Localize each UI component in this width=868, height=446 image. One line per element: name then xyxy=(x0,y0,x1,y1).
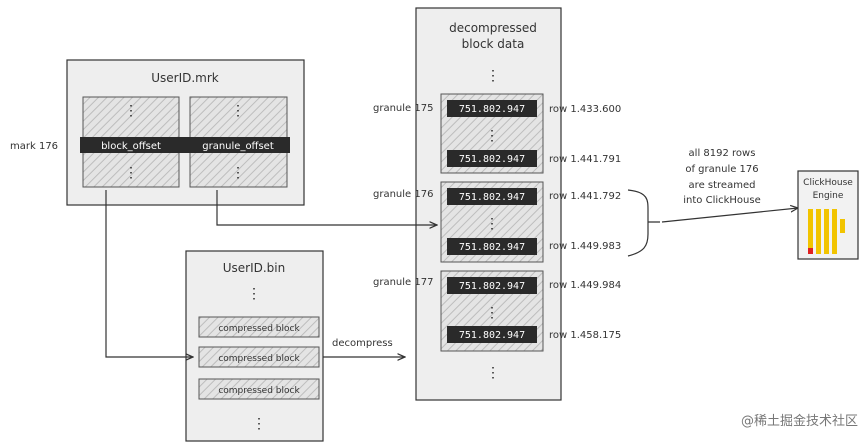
row-label: row 1.433.600 xyxy=(549,104,621,115)
data-title-line1: decompressed xyxy=(449,21,537,35)
granule-176-brace xyxy=(627,189,660,257)
stream-note-line3: are streamed xyxy=(689,180,756,191)
granule-177-label: granule 177 xyxy=(373,277,433,288)
mrk-title: UserID.mrk xyxy=(151,71,219,85)
flow-arrows xyxy=(105,189,798,357)
ellipsis-icon: ⋮ xyxy=(124,166,138,181)
compressed-block-label: compressed block xyxy=(218,386,300,396)
granule-offset-label: granule_offset xyxy=(202,141,274,152)
block-offset-label: block_offset xyxy=(101,141,161,152)
ellipsis-icon: ⋮ xyxy=(124,104,138,119)
ellipsis-icon: ⋮ xyxy=(485,217,499,232)
decompressed-data-panel: decompressed block data ⋮ 751.802.947 ⋮ … xyxy=(415,7,562,401)
row-label: row 1.458.175 xyxy=(549,330,621,341)
compressed-block-label: compressed block xyxy=(218,324,300,334)
engine-line2: Engine xyxy=(813,191,844,201)
stream-note-line1: all 8192 rows xyxy=(689,148,756,159)
granule-177-first-value: 751.802.947 xyxy=(459,281,525,292)
clickhouse-logo-icon xyxy=(808,209,845,254)
row-label: row 1.441.792 xyxy=(549,191,621,202)
mark-label: mark 176 xyxy=(10,141,58,152)
granule-176-last-value: 751.802.947 xyxy=(459,242,525,253)
granule-175-last-value: 751.802.947 xyxy=(459,154,525,165)
bin-file-panel: UserID.bin ⋮ compressed block compressed… xyxy=(185,250,324,442)
watermark: @稀土掘金技术社区 xyxy=(741,413,858,429)
bin-title: UserID.bin xyxy=(223,261,286,275)
granule-176-label: granule 176 xyxy=(373,189,433,200)
stream-arrow xyxy=(661,208,798,223)
ellipsis-icon: ⋮ xyxy=(252,417,266,432)
engine-line1: ClickHouse xyxy=(803,178,853,188)
ellipsis-icon: ⋮ xyxy=(485,306,499,321)
row-label: row 1.449.984 xyxy=(549,280,621,291)
ellipsis-icon: ⋮ xyxy=(231,104,245,119)
ellipsis-icon: ⋮ xyxy=(231,166,245,181)
clickhouse-engine: ClickHouse Engine xyxy=(797,170,859,260)
granule-175-first-value: 751.802.947 xyxy=(459,104,525,115)
stream-note-line2: of granule 176 xyxy=(685,164,758,175)
granule-offset-arrow xyxy=(216,190,437,225)
ellipsis-icon: ⋮ xyxy=(485,129,499,144)
block-offset-arrow xyxy=(105,190,193,357)
compressed-block-label: compressed block xyxy=(218,354,300,364)
ellipsis-icon: ⋮ xyxy=(486,366,500,381)
decompress-label: decompress xyxy=(332,338,393,349)
ellipsis-icon: ⋮ xyxy=(247,287,261,302)
stream-note-line4: into ClickHouse xyxy=(683,195,761,206)
granule-175-label: granule 175 xyxy=(373,103,433,114)
ellipsis-icon: ⋮ xyxy=(486,69,500,84)
row-label: row 1.449.983 xyxy=(549,241,621,252)
row-label: row 1.441.791 xyxy=(549,154,621,165)
granule-176-first-value: 751.802.947 xyxy=(459,192,525,203)
mrk-file-panel: UserID.mrk ⋮ ⋮ ⋮ ⋮ block_offset granule_… xyxy=(66,59,305,206)
granule-177-last-value: 751.802.947 xyxy=(459,330,525,341)
data-title-line2: block data xyxy=(462,37,525,51)
